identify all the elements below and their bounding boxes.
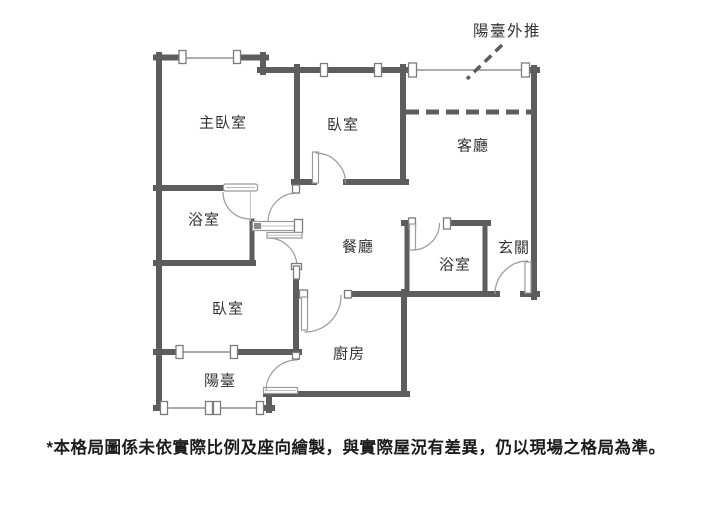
room-label-bedroom-top: 臥室 <box>326 116 360 134</box>
balcony-extension-annotation: 陽臺外推 <box>472 23 542 40</box>
room-label-bedroom-bottom: 臥室 <box>211 300 245 318</box>
entry-door <box>494 260 532 295</box>
bedroom-top-door <box>311 151 347 184</box>
room-label-dining-room: 餐廳 <box>341 238 375 256</box>
room-label-kitchen: 廚房 <box>332 345 366 363</box>
hallway-sliding-door <box>251 184 304 234</box>
bathroom-guest-door <box>407 217 452 251</box>
window-markers <box>159 49 531 416</box>
annotation-leader-line <box>465 43 504 81</box>
room-label-master-bedroom: 主臥室 <box>198 114 248 132</box>
bedroom-bottom-door <box>266 231 303 280</box>
room-label-bathroom-main: 浴室 <box>187 211 221 229</box>
disclaimer-text: *本格局圖係未依實際比例及座向繪製，與實際屋況有差異，仍以現場之格局為準。 <box>46 439 666 457</box>
bathroom-main-door <box>222 183 259 221</box>
room-label-balcony: 陽臺 <box>203 372 237 390</box>
kitchen-door <box>298 289 353 333</box>
room-label-living-room: 客廳 <box>456 137 490 155</box>
balcony-door <box>262 351 301 395</box>
room-label-bathroom-guest: 浴室 <box>438 256 472 274</box>
room-label-entryway: 玄關 <box>497 239 531 257</box>
